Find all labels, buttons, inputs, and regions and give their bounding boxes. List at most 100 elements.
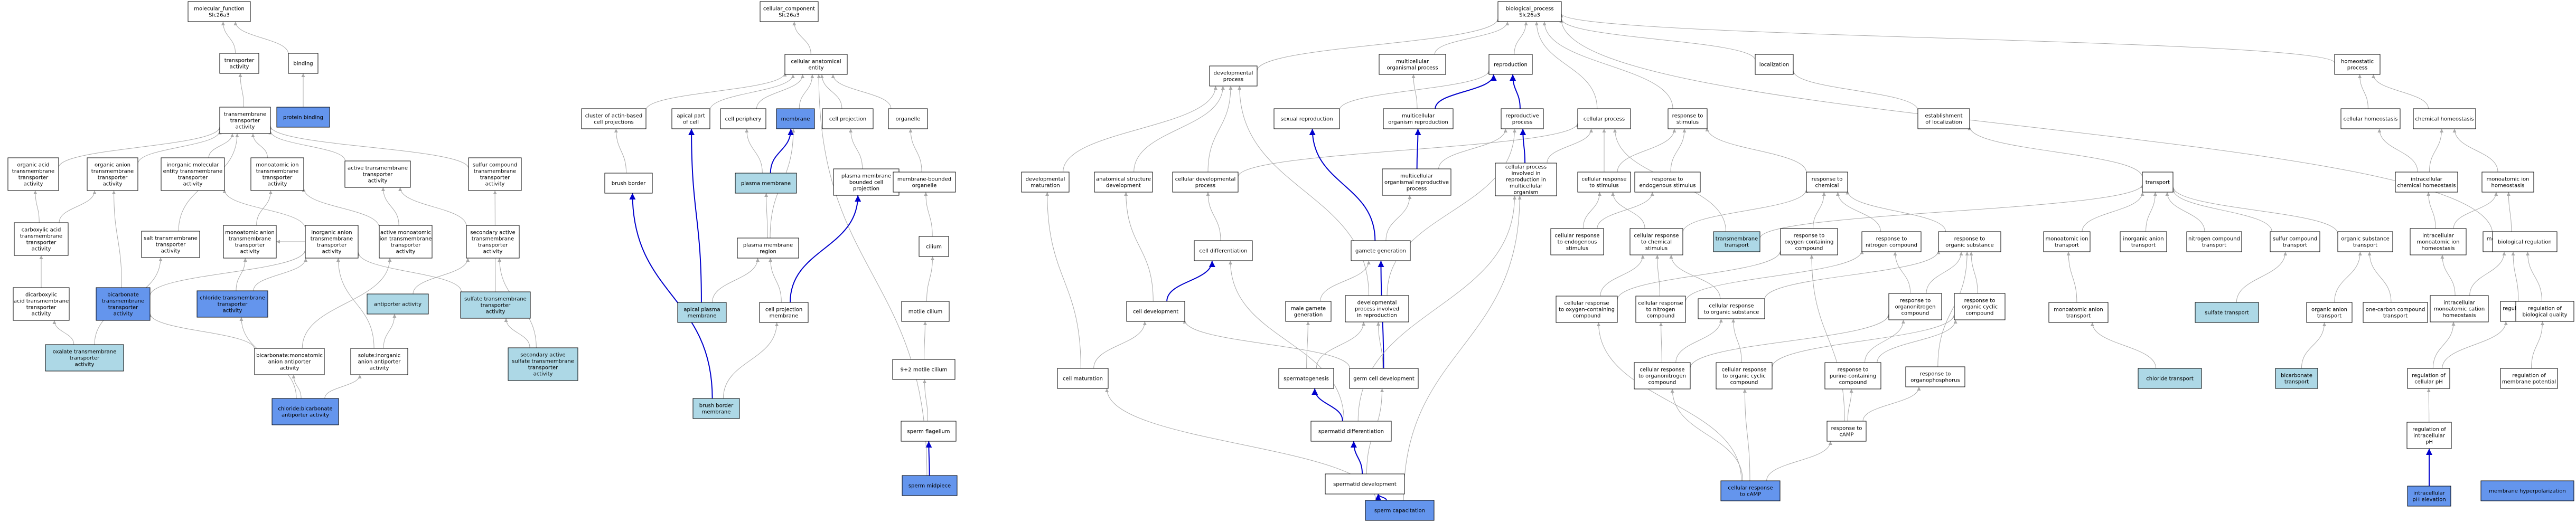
node-membrane[interactable]: membrane [776, 108, 815, 129]
node-inorganic-anion-tm[interactable]: inorganic aniontransmembranetransportera… [305, 225, 359, 259]
node-spermatid-differentiation[interactable]: spermatid differentiation [1310, 421, 1392, 442]
node-sperm-capacitation[interactable]: sperm capacitation [1365, 500, 1435, 521]
node-organic-acid-tm[interactable]: organic acidtransmembranetransporteracti… [7, 157, 59, 191]
node-carboxylic-tm[interactable]: carboxylic acidtransmembranetransportera… [14, 222, 69, 256]
node-sulfur-tm[interactable]: sulfur compoundtransmembranetransportera… [468, 157, 522, 191]
node-protein-binding[interactable]: protein binding [276, 107, 330, 128]
node-cell-periphery[interactable]: cell periphery [720, 108, 766, 129]
node-reproduction[interactable]: reproduction [1488, 54, 1533, 75]
node-membrane-hyperpolarization[interactable]: membrane hyperpolarization [2480, 480, 2574, 501]
node-spermatogenesis[interactable]: spermatogenesis [1278, 368, 1334, 389]
node-sperm-flagellum[interactable]: sperm flagellum [901, 421, 957, 442]
node-germ-cell-development[interactable]: germ cell development [1349, 368, 1419, 389]
node-cilium[interactable]: cilium [919, 236, 949, 257]
node-chloride-tm[interactable]: chloride transmembranetransporteractivit… [196, 290, 268, 318]
node-sexual-reproduction[interactable]: sexual reproduction [1273, 108, 1340, 129]
node-cell-differentiation[interactable]: cell differentiation [1194, 240, 1253, 261]
node-cell-projection[interactable]: cell projection [822, 108, 874, 129]
node-organelle[interactable]: organelle [888, 108, 928, 129]
node-plasma-membrane[interactable]: plasma membrane [735, 173, 797, 194]
node-organic-anion-tm[interactable]: organic aniontransmembranetransporteract… [87, 157, 138, 191]
node-localization[interactable]: localization [1755, 54, 1794, 75]
node-binding[interactable]: binding [288, 53, 319, 74]
node-monoatomic-anion-tm[interactable]: monoatomic aniontransmembranetransporter… [223, 225, 277, 259]
node-chemical-homeostasis[interactable]: chemical homeostasis [2413, 108, 2476, 129]
node-cell-development[interactable]: cell development [1126, 301, 1185, 322]
node-cellular-process[interactable]: cellular process [1577, 108, 1631, 129]
node-antiporter[interactable]: antiporter activity [367, 293, 429, 315]
node-brush-border[interactable]: brush border [604, 173, 653, 194]
node-monoatomic-ion-tm[interactable]: monoatomic iontransmembranetransporterac… [250, 157, 304, 191]
node-sperm-midpiece[interactable]: sperm midpiece [902, 475, 958, 496]
node-gamete-generation[interactable]: gamete generation [1351, 240, 1411, 261]
node-cell-maturation[interactable]: cell maturation [1057, 368, 1109, 389]
node-motile-cilium[interactable]: motile cilium [901, 301, 950, 322]
node-secondary-active-tm[interactable]: secondary activetransmembranetransporter… [466, 225, 520, 259]
node-bicarbonate-tm[interactable]: bicarbonatetransmembranetransporteractiv… [96, 287, 151, 321]
